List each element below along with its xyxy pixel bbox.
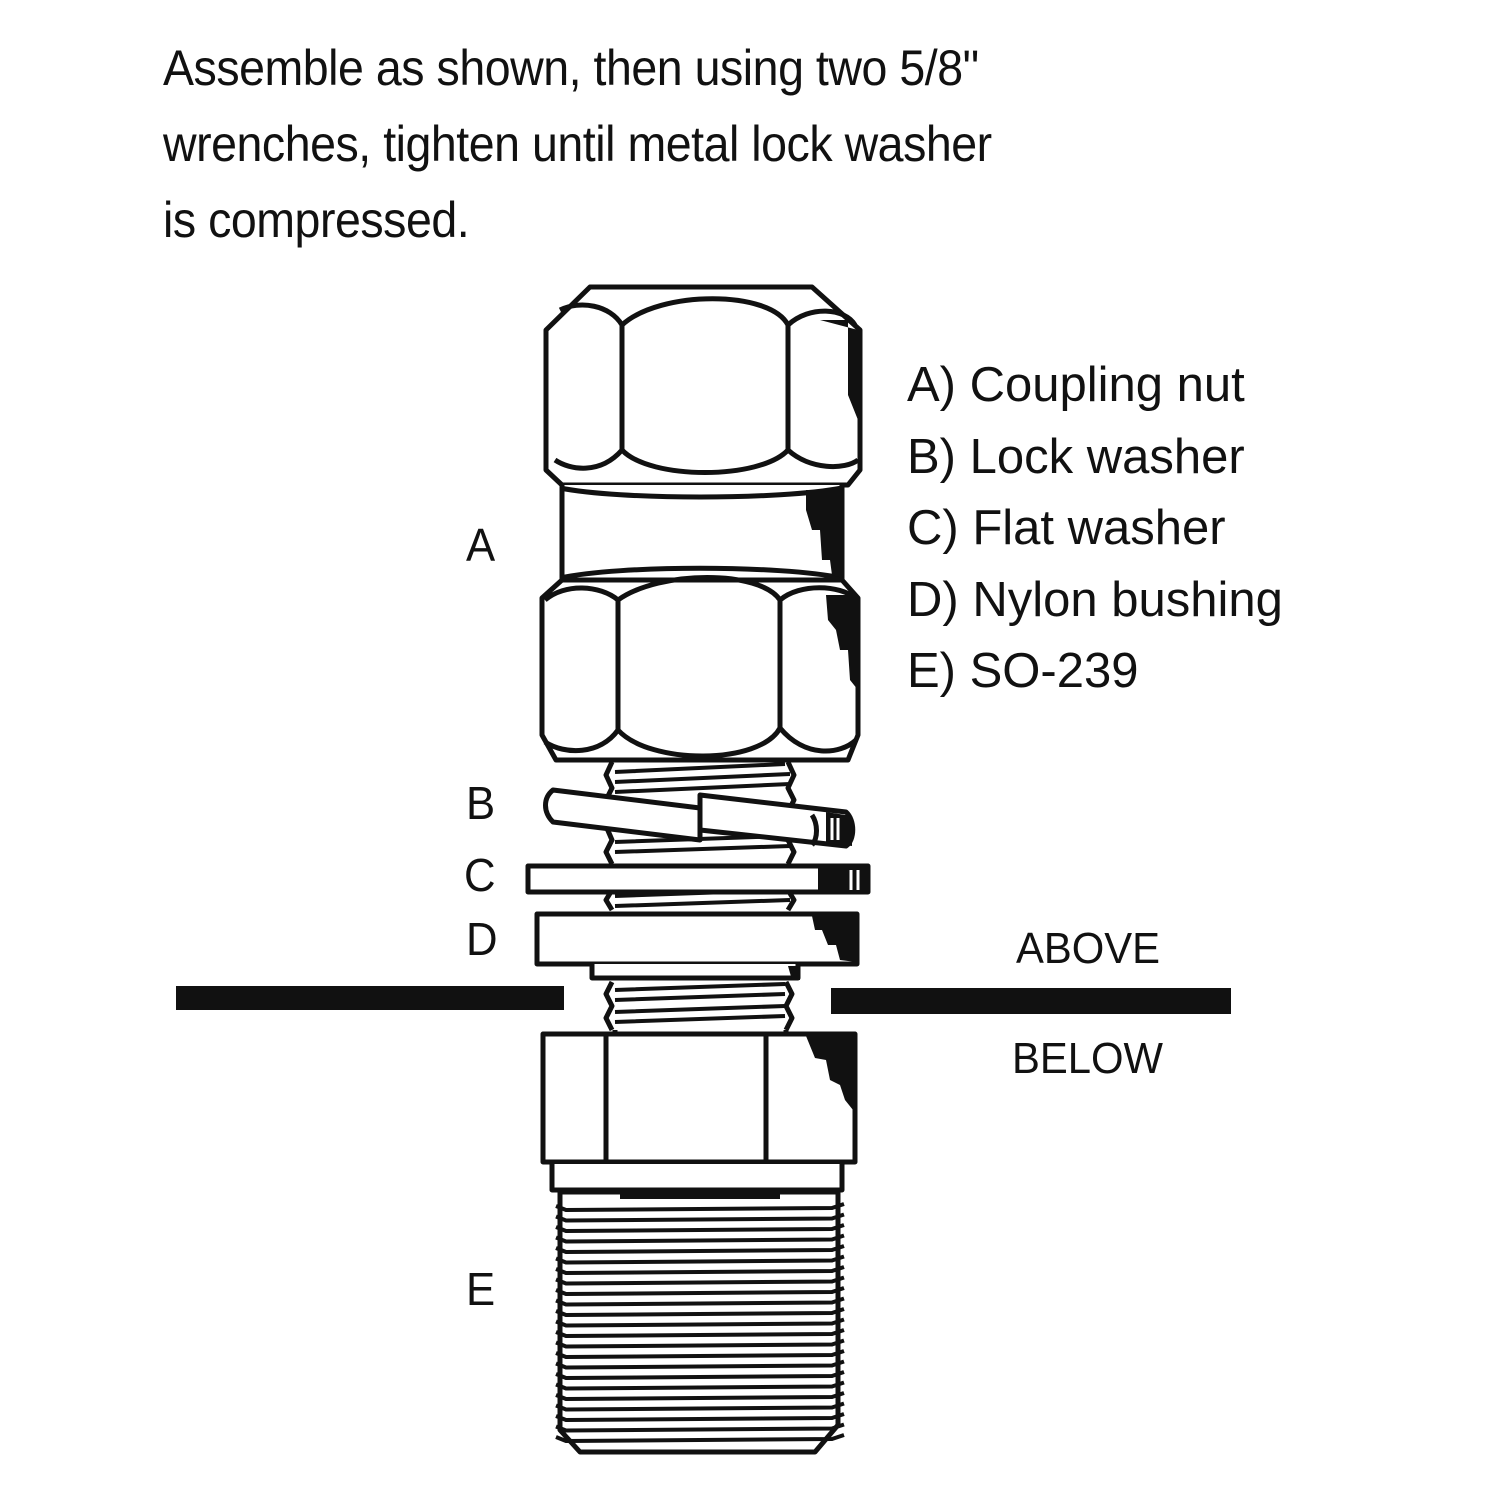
thread-line	[555, 1223, 845, 1233]
legend-item-lock-washer: B) Lock washer	[907, 429, 1245, 484]
assembly-instructions: Assemble as shown, then using two 5/8" w…	[163, 30, 992, 258]
label-below: BELOW	[1012, 1034, 1163, 1083]
flat-washer	[525, 863, 871, 895]
thread-line	[555, 1296, 845, 1307]
part-letter-d: D	[466, 913, 498, 965]
part-letter-a: A	[466, 519, 496, 571]
instruction-line: is compressed.	[163, 192, 470, 248]
thread-line	[555, 1265, 845, 1275]
thread-line	[555, 1359, 845, 1370]
threaded-stud-lower	[603, 980, 795, 1043]
instruction-line: wrenches, tighten until metal lock washe…	[163, 116, 992, 172]
thread-line	[555, 1275, 845, 1286]
coupling-nut-lower-hex	[539, 575, 861, 763]
thread-line	[555, 1370, 845, 1380]
part-letter-e: E	[466, 1263, 496, 1315]
thread-line	[555, 1233, 845, 1244]
thread-line	[555, 1328, 845, 1338]
lock-washer	[543, 787, 856, 849]
nylon-bushing	[534, 911, 860, 981]
thread-line	[555, 1244, 845, 1254]
thread-line	[555, 1391, 845, 1401]
part-letter-c: C	[464, 849, 496, 901]
thread-line	[555, 1422, 845, 1433]
coupling-nut-upper-hex	[543, 284, 863, 583]
parts-legend: A) Coupling nut B) Lock washer C) Flat w…	[907, 350, 1283, 708]
thread-line	[555, 1338, 845, 1349]
legend-item-nylon-bushing: D) Nylon bushing	[907, 572, 1283, 627]
part-letter-b: B	[466, 777, 496, 829]
thread-line	[555, 1433, 845, 1443]
legend-item-flat-washer: C) Flat washer	[907, 501, 1226, 555]
legend-item-so239: E) SO-239	[907, 644, 1139, 698]
so239-hex-body	[540, 1031, 858, 1165]
legend-item-coupling-nut: A) Coupling nut	[907, 358, 1245, 412]
mounting-surface	[176, 986, 1231, 1014]
instruction-line: Assemble as shown, then using two 5/8"	[163, 40, 979, 96]
thread-line	[555, 1380, 845, 1391]
thread-line	[555, 1254, 845, 1265]
label-above: ABOVE	[1016, 924, 1161, 973]
thread-line	[555, 1317, 845, 1328]
thread-line	[555, 1307, 845, 1317]
coupling-nut	[539, 284, 863, 763]
thread-line	[555, 1401, 845, 1412]
thread-line	[555, 1412, 845, 1422]
so239-connector	[540, 1031, 858, 1455]
so239-threads	[555, 1189, 845, 1455]
thread-line	[555, 1212, 845, 1223]
thread-line	[555, 1286, 845, 1296]
thread-line	[555, 1202, 845, 1212]
thread-line	[555, 1349, 845, 1359]
so239-collar	[549, 1164, 845, 1193]
